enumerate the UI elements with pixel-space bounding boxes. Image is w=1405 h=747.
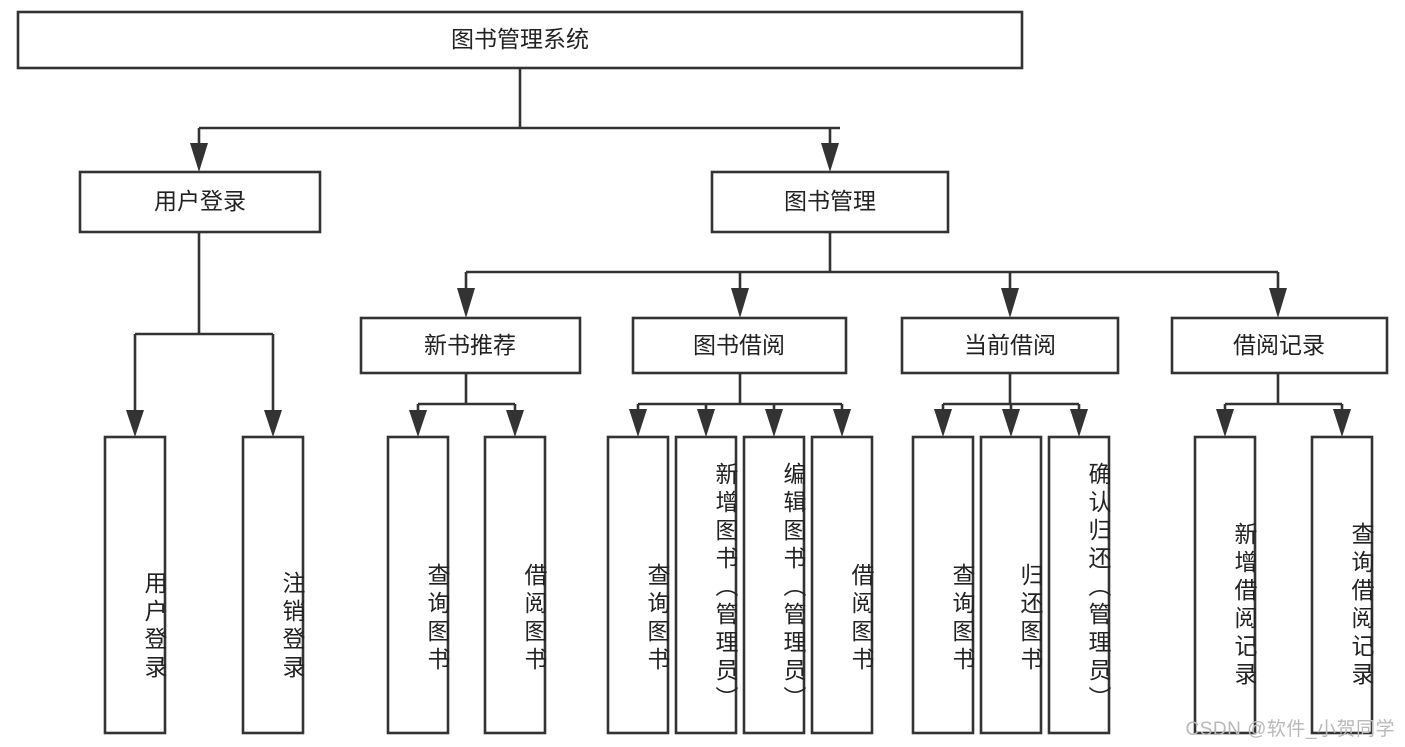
leaf-box-add-record[interactable] (1193, 435, 1257, 735)
node-user-login-label: 用户登录 (154, 188, 246, 214)
leaf-box-query-book-3[interactable] (911, 435, 975, 735)
connector-group-book-management (457, 232, 1287, 318)
node-root-box[interactable] (16, 10, 1024, 70)
arrow-head-root-book-management (821, 143, 839, 172)
connector-group-user-login (126, 232, 282, 437)
node-new-book-recommend-label: 新书推荐 (424, 332, 516, 358)
arrow-head-cb-leaf3 (1070, 409, 1088, 437)
node-current-borrow[interactable]: 当前借阅 (900, 316, 1120, 375)
arrow-head-bm-new-book (457, 288, 475, 318)
arrow-head-bm-borrow-record (1269, 288, 1287, 318)
leaf-boxes (103, 435, 1374, 735)
arrow-head-nb-leaf1 (409, 410, 427, 437)
leaf-box-user-login[interactable] (103, 435, 167, 735)
node-current-borrow-box[interactable] (900, 316, 1120, 375)
arrow-head-bm-current-borrow (1001, 288, 1019, 318)
leaf-box-add-book[interactable] (674, 435, 738, 735)
node-book-borrow[interactable]: 图书借阅 (631, 316, 848, 375)
connector-group-book-borrow (629, 373, 851, 437)
arrow-head-bb-leaf1 (629, 409, 647, 437)
node-book-management[interactable]: 图书管理 (710, 170, 950, 234)
connector-group-current-borrow (934, 373, 1088, 437)
connector-group-root (190, 68, 840, 172)
connector-group-new-book (409, 373, 524, 437)
leaf-box-logout[interactable] (241, 435, 305, 735)
leaf-box-return-book[interactable] (979, 435, 1043, 735)
node-user-login-box[interactable] (78, 170, 322, 234)
leaf-box-query-book-2[interactable] (606, 435, 670, 735)
arrow-head-bm-book-borrow (731, 288, 749, 318)
node-current-borrow-label: 当前借阅 (964, 332, 1056, 358)
arrow-head-cb-leaf1 (934, 409, 952, 437)
arrow-head-ul-leaf2 (264, 410, 282, 437)
arrow-head-nb-leaf2 (506, 410, 524, 437)
arrow-head-br-leaf1 (1216, 409, 1234, 437)
node-book-management-label: 图书管理 (784, 188, 876, 214)
leaf-box-borrow-book-2[interactable] (810, 435, 874, 735)
node-book-borrow-box[interactable] (631, 316, 848, 375)
node-borrow-record-box[interactable] (1170, 316, 1389, 375)
node-borrow-record-label: 借阅记录 (1233, 332, 1325, 358)
node-borrow-record[interactable]: 借阅记录 (1170, 316, 1389, 375)
arrow-head-root-user-login (190, 143, 208, 172)
watermark-text: CSDN @软件_小贺同学 (1185, 719, 1395, 740)
node-book-management-box[interactable] (710, 170, 950, 234)
leaf-box-query-record[interactable] (1310, 435, 1374, 735)
arrow-head-bb-leaf4 (833, 409, 851, 437)
arrow-head-bb-leaf3 (765, 409, 783, 437)
leaf-box-confirm-return[interactable] (1047, 435, 1111, 735)
arrow-head-br-leaf2 (1333, 409, 1351, 437)
arrow-head-bb-leaf2 (697, 409, 715, 437)
node-new-book-recommend-box[interactable] (359, 316, 582, 375)
arrow-head-cb-leaf2 (1002, 409, 1020, 437)
arrow-head-ul-leaf1 (126, 410, 144, 437)
node-root[interactable]: 图书管理系统 (16, 10, 1024, 70)
connector-group-borrow-record (1216, 373, 1351, 437)
node-book-borrow-label: 图书借阅 (693, 332, 785, 358)
leaf-box-edit-book[interactable] (742, 435, 806, 735)
node-new-book-recommend[interactable]: 新书推荐 (359, 316, 582, 375)
leaf-box-borrow-book-1[interactable] (483, 435, 547, 735)
node-root-label: 图书管理系统 (451, 26, 589, 52)
node-user-login[interactable]: 用户登录 (78, 170, 322, 234)
leaf-box-query-book-1[interactable] (386, 435, 450, 735)
